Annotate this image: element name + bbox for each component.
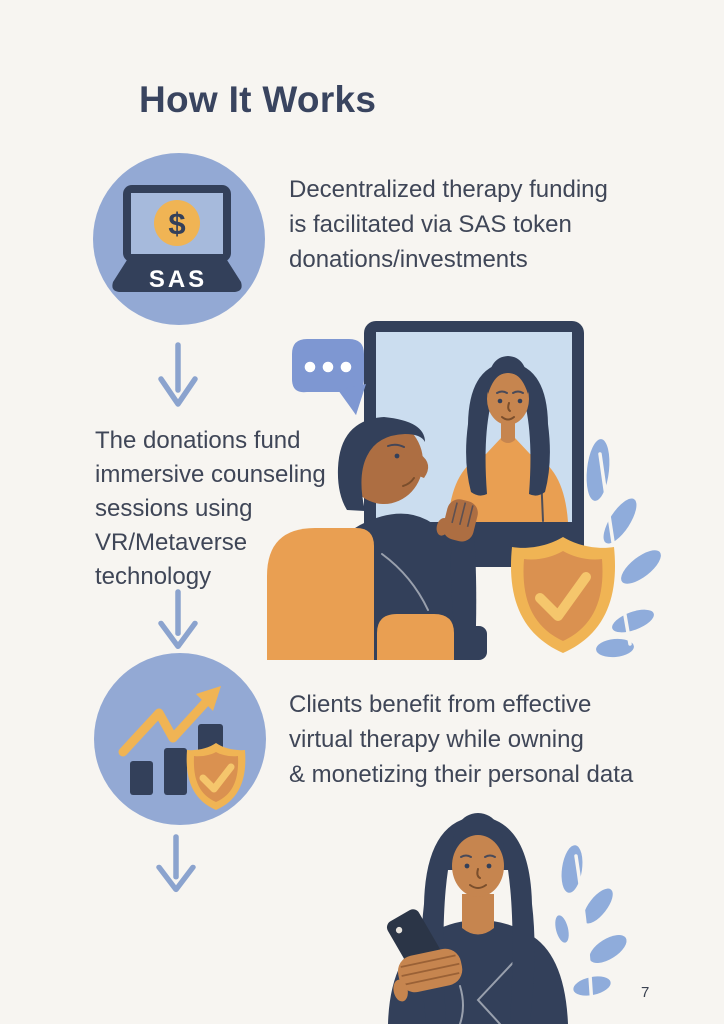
woman-with-phone-illustration [386,813,627,1024]
step2-description: The donations fund immersive counseling … [95,424,326,594]
counseling-session-illustration [267,321,661,660]
speech-bubble-icon [292,339,366,415]
step3-line: Clients benefit from effective [289,691,592,718]
therapist-on-screen [448,356,568,522]
plant-decoration [555,845,627,1008]
step2-line: technology [95,563,212,590]
client-hand [436,499,478,542]
step2-line: VR/Metaverse [95,529,248,556]
armchair-armrest [377,614,454,660]
plant-decoration [586,439,661,658]
armchair-back [267,528,374,660]
growth-arrow-icon [118,686,221,757]
step2-line: immersive counseling [95,461,326,488]
checkmark-icon [535,572,591,621]
neck [462,894,494,935]
down-arrow-icon [158,589,198,649]
page-title: How It Works [139,79,377,120]
step1-line: Decentralized therapy funding [289,176,608,203]
client-head [337,417,429,511]
step2-line: sessions using [95,495,253,522]
dollar-coin-icon [154,200,200,246]
sas-laptop-icon: $ SAS [93,153,265,325]
video-call-screen [364,321,584,567]
security-shield-icon [510,537,616,653]
woman-head [421,813,535,1024]
step1-description: Decentralized therapy funding is facilit… [289,172,608,277]
nose [414,454,429,478]
step1-line: donations/investments [289,246,528,273]
dollar-symbol: $ [168,206,185,241]
laptop-icon: $ SAS [112,185,242,293]
icon-circle-bg [94,653,266,825]
growth-chart-shield-icon [94,653,266,825]
step3-description: Clients benefit from effective virtual t… [289,687,633,792]
shield-check-icon [186,743,246,810]
woman-hand [393,948,463,1002]
step1-line: is facilitated via SAS token [289,211,572,238]
step2-line: The donations fund [95,427,301,454]
page-number: 7 [641,984,650,1001]
sas-label: SAS [149,266,207,293]
step3-line: & monetizing their personal data [289,761,634,788]
down-arrow-icon [156,834,196,893]
down-arrow-icon [158,342,198,407]
step3-line: virtual therapy while owning [289,726,584,753]
